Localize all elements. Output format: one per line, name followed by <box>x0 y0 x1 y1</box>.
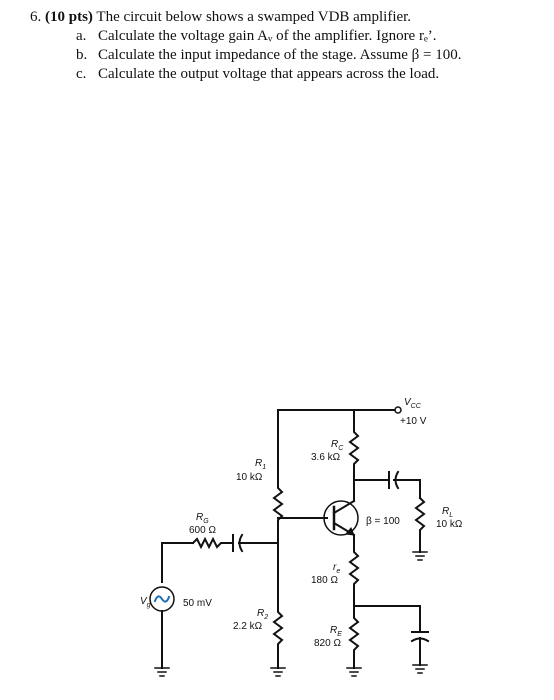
input-coupling-capacitor <box>232 533 279 553</box>
vcc-value: +10 V <box>400 416 427 427</box>
input-wire <box>161 542 194 583</box>
re-value: 820 Ω <box>314 638 341 649</box>
transistor-npn <box>323 499 359 537</box>
part-text: Calculate the input impedance of the sta… <box>98 47 462 63</box>
re-swamp-resistor <box>348 534 360 607</box>
ground-icon <box>346 667 362 677</box>
ground-icon <box>412 551 428 561</box>
part-a: a. Calculate the voltage gain Aᵥ of the a… <box>76 27 550 46</box>
rc-value: 3.6 kΩ <box>311 452 341 463</box>
ground-icon <box>154 667 170 677</box>
part-text: Calculate the voltage gain Aᵥ of the amp… <box>98 28 437 44</box>
part-c: c. Calculate the output voltage that appe… <box>76 65 550 84</box>
rg-value: 600 Ω <box>189 525 216 536</box>
rg-resistor <box>191 536 234 550</box>
r1-label: R1 <box>255 458 266 471</box>
r2-resistor <box>272 604 284 669</box>
part-marker: b. <box>76 47 88 63</box>
re-resistor <box>348 605 360 669</box>
problem-number: 6. <box>30 9 42 25</box>
output-coupling <box>353 470 421 499</box>
problem-text: 6. (10 pts) The circuit below shows a sw… <box>30 8 550 84</box>
part-marker: a. <box>76 28 87 44</box>
re-swamp-value: 180 Ω <box>311 575 338 586</box>
re-swamp-label: re <box>333 562 340 575</box>
beta-label: β = 100 <box>366 516 400 527</box>
problem-statement: The circuit below shows a swamped VDB am… <box>96 9 412 25</box>
part-b: b. Calculate the input impedance of the s… <box>76 46 550 65</box>
rc-resistor <box>348 409 360 502</box>
ground-icon <box>412 664 428 674</box>
re-label: RE <box>330 625 342 638</box>
problem-parts: a. Calculate the voltage gain Aᵥ of the a… <box>30 27 550 84</box>
top-rail-wire <box>277 406 402 481</box>
source-value: 50 mV <box>183 598 212 609</box>
rl-label: RL <box>442 506 453 519</box>
part-marker: c. <box>76 66 87 82</box>
ac-source-icon <box>149 586 175 669</box>
r2-label: R2 <box>257 608 268 621</box>
ground-icon <box>270 667 286 677</box>
problem-heading: 6. (10 pts) The circuit below shows a sw… <box>30 8 550 27</box>
part-text: Calculate the output voltage that appear… <box>98 66 440 82</box>
rl-value: 10 kΩ <box>436 519 463 530</box>
problem-points: (10 pts) <box>45 9 93 25</box>
r2-value: 2.2 kΩ <box>233 621 263 632</box>
rg-label: RG <box>196 512 209 525</box>
source-label: Vg <box>140 596 151 609</box>
bypass-capacitor <box>353 605 430 666</box>
rc-label: RC <box>331 439 344 452</box>
r1-value: 10 kΩ <box>236 472 263 483</box>
rl-resistor <box>414 496 426 553</box>
vcc-label: VCC <box>404 397 422 410</box>
